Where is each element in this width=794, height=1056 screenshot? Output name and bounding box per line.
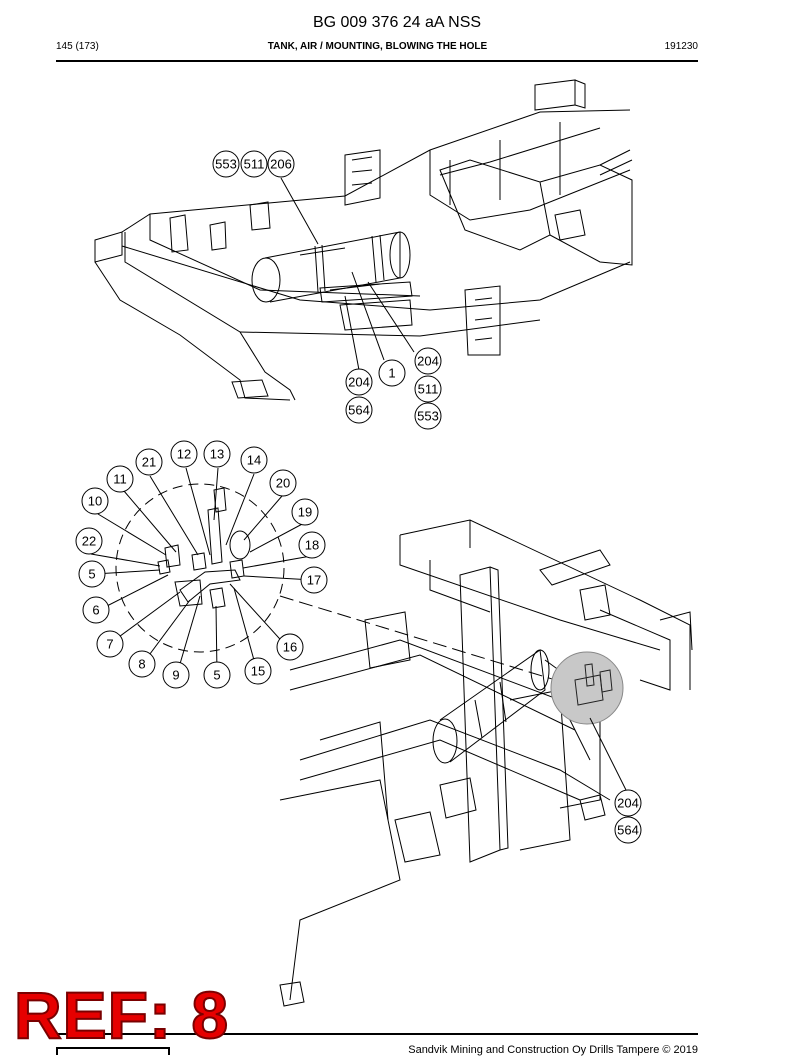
callout-bubble: 6 xyxy=(82,596,110,624)
callout-label: 564 xyxy=(348,403,370,418)
callout-bubble: 564 xyxy=(345,396,373,424)
detail-location-marker xyxy=(550,651,624,725)
callout-bubble: 5 xyxy=(78,560,106,588)
footer-rule xyxy=(56,1033,698,1035)
callout-bubble: 14 xyxy=(240,446,268,474)
callout-label: 13 xyxy=(210,447,224,462)
callout-bubble: 8 xyxy=(128,650,156,678)
frame-assembly-top xyxy=(94,79,633,401)
callout-label: 15 xyxy=(251,664,265,679)
callout-label: 511 xyxy=(244,157,265,172)
page-number: 145 (173) xyxy=(56,41,99,52)
callout-label: 11 xyxy=(113,472,127,487)
callout-label: 16 xyxy=(283,640,297,655)
callout-bubble: 204 xyxy=(345,368,373,396)
callouts-top: 553 511 206 1 204 204 511 564 553 xyxy=(212,150,442,430)
callout-bubble: 11 xyxy=(106,465,134,493)
callout-bubble: 20 xyxy=(269,469,297,497)
callout-label: 9 xyxy=(172,668,179,683)
callout-bubble: 12 xyxy=(170,440,198,468)
header-rule xyxy=(56,60,698,62)
callout-bubble: 553 xyxy=(414,402,442,430)
footer-copyright: Sandvik Mining and Construction Oy Drill… xyxy=(408,1044,698,1056)
callout-bubble: 19 xyxy=(291,498,319,526)
air-tank xyxy=(264,231,401,303)
callout-bubble: 564 xyxy=(614,816,642,844)
callout-bubble: 22 xyxy=(75,527,103,555)
callout-bubble: 18 xyxy=(298,531,326,559)
callout-label: 6 xyxy=(92,603,99,618)
callout-label: 17 xyxy=(307,573,321,588)
callout-bubble: 206 xyxy=(267,150,295,178)
callout-bubble: 511 xyxy=(240,150,268,178)
callout-bubble: 15 xyxy=(244,657,272,685)
callout-bubble: 204 xyxy=(414,347,442,375)
callout-bubble: 511 xyxy=(414,375,442,403)
callout-bubble: 21 xyxy=(135,448,163,476)
callout-label: 8 xyxy=(138,657,145,672)
callout-bubble: 10 xyxy=(81,487,109,515)
callout-bubble: 17 xyxy=(300,566,328,594)
callout-bubble: 7 xyxy=(96,630,124,658)
callout-label: 21 xyxy=(142,455,156,470)
callout-label: 511 xyxy=(418,382,439,397)
callout-label: 206 xyxy=(270,157,292,172)
callout-label: 204 xyxy=(617,796,639,811)
callout-bubble: 9 xyxy=(162,661,190,689)
section-title: TANK, AIR / MOUNTING, BLOWING THE HOLE xyxy=(267,41,488,52)
leaders-top xyxy=(280,177,415,371)
callout-label: 553 xyxy=(215,157,237,172)
callout-label: 1 xyxy=(388,366,395,381)
callout-label: 19 xyxy=(298,505,312,520)
callout-label: 18 xyxy=(305,538,319,553)
callouts-detail: 21 12 13 14 11 20 10 19 22 18 5 17 6 7 1… xyxy=(75,440,328,689)
callout-label: 7 xyxy=(106,637,113,652)
date-code: 191230 xyxy=(664,41,698,52)
callout-label: 12 xyxy=(177,447,191,462)
callout-bubble: 204 xyxy=(614,789,642,817)
callout-label: 10 xyxy=(88,494,102,509)
document-id: BG 009 376 24 aA NSS xyxy=(312,14,482,31)
callout-bubble: 13 xyxy=(203,440,231,468)
callout-bubble: 553 xyxy=(212,150,240,178)
callout-label: 14 xyxy=(247,453,261,468)
leaders-bottom xyxy=(589,717,627,791)
lower-air-tank xyxy=(439,649,546,763)
callout-bubble: 5 xyxy=(203,661,231,689)
callout-label: 553 xyxy=(417,409,439,424)
callout-label: 204 xyxy=(348,375,370,390)
sandvik-logo xyxy=(56,1047,170,1055)
callout-label: 204 xyxy=(417,354,439,369)
callouts-bottom: 204 564 xyxy=(614,789,642,844)
callout-label: 5 xyxy=(88,567,95,582)
callout-label: 20 xyxy=(276,476,290,491)
detail-view xyxy=(115,483,285,653)
leaders-detail xyxy=(90,467,576,687)
callout-label: 22 xyxy=(82,534,96,549)
ref-stamp: REF: 8 xyxy=(13,978,230,1052)
callout-label: 5 xyxy=(213,668,220,683)
callout-label: 564 xyxy=(617,823,639,838)
callout-bubble: 16 xyxy=(276,633,304,661)
frame-assembly-bottom xyxy=(279,519,693,1007)
callout-bubble: 1 xyxy=(378,359,406,387)
